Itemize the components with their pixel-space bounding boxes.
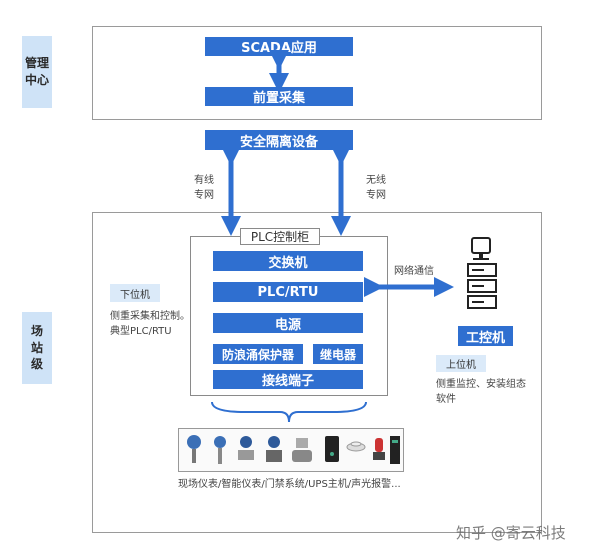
level-meter-icon: [266, 436, 282, 462]
alarm-light-icon: [373, 438, 385, 460]
switch-box: 交换机: [213, 251, 363, 271]
field-devices-panel: [178, 428, 404, 472]
pressure-gauge-icon: [187, 435, 201, 463]
access-control-icon: [325, 436, 339, 462]
security-isolation-device: 安全隔离设备: [205, 130, 353, 150]
terminal-block-box: 接线端子: [213, 370, 363, 389]
lower-machine-desc: 侧重采集和控制。 典型PLC/RTU: [110, 311, 190, 337]
management-center-label: 管理 中心: [22, 36, 52, 108]
flow-meter-icon: [238, 436, 254, 460]
field-device-icons: [187, 435, 400, 464]
station-panel: [92, 212, 542, 533]
network-comm-label: 网络通信: [394, 266, 434, 277]
industrial-pc-icon: [467, 237, 497, 309]
station-level-label: 场 站 级: [22, 312, 52, 384]
wired-network-label: 有线 专网: [194, 175, 214, 201]
smoke-detector-icon: [346, 441, 366, 452]
upper-machine-label: 上位机: [436, 355, 486, 372]
lower-machine-label: 下位机: [110, 284, 160, 302]
industrial-pc-box: 工控机: [458, 326, 513, 346]
scada-app-box: SCADA应用: [205, 37, 353, 56]
plc-cabinet-title: PLC控制柜: [240, 228, 320, 245]
bracket-down: [211, 401, 367, 423]
valve-icon: [292, 438, 312, 462]
wireless-network-label: 无线 专网: [366, 175, 386, 201]
surge-protector-box: 防浪涌保护器: [213, 344, 303, 364]
ups-host-icon: [390, 436, 400, 464]
front-collect-box: 前置采集: [205, 87, 353, 106]
upper-machine-desc: 侧重监控、安装组态 软件: [436, 379, 526, 405]
power-box: 电源: [213, 313, 363, 333]
relay-box: 继电器: [313, 344, 363, 364]
plc-rtu-box: PLC/RTU: [213, 282, 363, 302]
smart-meter-icon: [214, 436, 226, 464]
field-devices-caption: 现场仪表/智能仪表/门禁系统/UPS主机/声光报警...: [178, 479, 401, 490]
management-panel: [92, 26, 542, 120]
watermark: 知乎 @寄云科技: [456, 524, 566, 542]
